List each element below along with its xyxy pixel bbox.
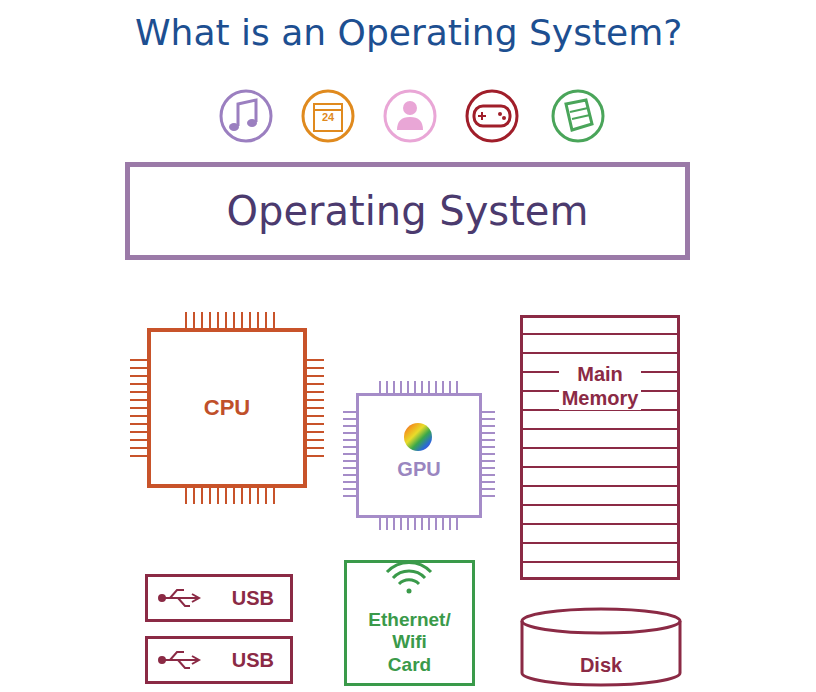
music-icon: [221, 91, 271, 141]
node-label: GPU: [397, 458, 440, 481]
rainbow-logo: [404, 423, 432, 451]
page-title: What is an Operating System?: [135, 12, 682, 53]
memory-rows: [522, 334, 678, 562]
cpu-chip: CPU: [147, 328, 307, 488]
cpu-pins: [130, 312, 324, 504]
node-label: CPU: [204, 395, 250, 421]
os-layer-box: Operating System: [125, 162, 690, 260]
node-label: Ethernet/ Wifi Card: [368, 609, 450, 677]
node-label: Main Memory: [559, 362, 642, 410]
gpu-chip: GPU: [356, 393, 482, 518]
gpu-pins: [343, 381, 495, 530]
node-label: USB: [232, 587, 274, 610]
game-icon: [467, 91, 517, 141]
node-label: USB: [232, 649, 274, 672]
node-label: Disk: [580, 654, 622, 677]
disk-cylinder: Disk: [520, 607, 682, 687]
wifi-icon: [387, 562, 431, 593]
usb-port: USB: [145, 574, 293, 622]
usb-symbol: [159, 590, 199, 606]
node-label: Operating System: [227, 188, 589, 234]
usb-symbol: [159, 652, 199, 668]
person-icon: [385, 91, 435, 141]
network-card: Ethernet/ Wifi Card: [344, 560, 475, 686]
usb-port: USB: [145, 636, 293, 684]
calendar-date: 24: [308, 112, 348, 123]
document-icon: [553, 91, 603, 141]
calendar-icon: [303, 91, 353, 141]
memory-block: Main Memory: [520, 315, 680, 580]
